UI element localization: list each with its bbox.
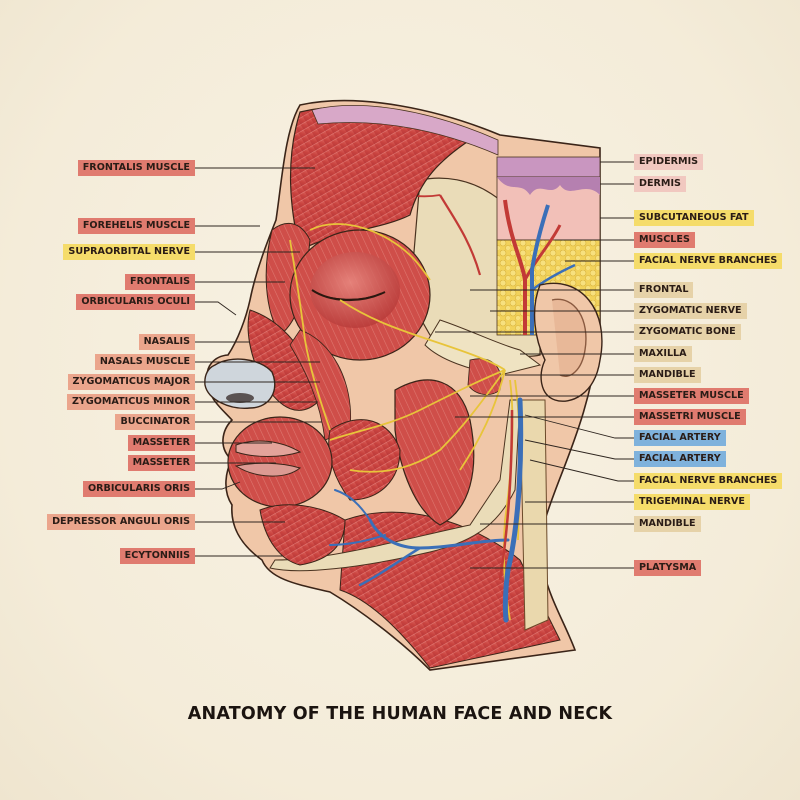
label-mandible-2: MANDIBLE xyxy=(634,516,701,532)
label-supraorbital-nerve: SUPRAORBITAL NERVE xyxy=(63,244,195,260)
label-zygomaticus-minor: ZYGOMATICUS MINOR xyxy=(66,394,195,410)
label-masseter-1: MASSETER xyxy=(127,435,195,451)
label-massetri-muscle: MASSETRI MUSCLE xyxy=(634,409,746,425)
label-dermis: DERMIS xyxy=(634,176,686,192)
label-frontalis: FRONTALIS xyxy=(125,274,195,290)
label-frontal: FRONTAL xyxy=(634,282,694,298)
label-facial-nerve-branches-1: FACIAL NERVE BRANCHES xyxy=(634,253,783,269)
label-mandible-1: MANDIBLE xyxy=(634,367,701,383)
label-subcutaneous-fat: SUBCUTANEOUS FAT xyxy=(634,210,754,226)
label-ecytonniis: ECYTONNIIS xyxy=(119,548,195,564)
label-zygomatic-nerve: ZYGOMATIC NERVE xyxy=(634,303,747,319)
label-buccinator: BUCCINATOR xyxy=(115,414,195,430)
label-forehelis-muscle: FOREHELIS MUSCLE xyxy=(77,218,195,234)
label-muscles: MUSCLES xyxy=(634,232,695,248)
label-zygomaticus-major: ZYGOMATICUS MAJOR xyxy=(67,374,195,390)
label-nasalis: NASALIS xyxy=(138,334,195,350)
label-epidermis: EPIDERMIS xyxy=(634,154,704,170)
label-zygomatic-bone: ZYGOMATIC BONE xyxy=(634,324,741,340)
label-maxilla: MAXILLA xyxy=(634,346,692,362)
label-masseter-muscle: MASSETER MUSCLE xyxy=(634,388,749,404)
label-trigeminal-nerve: TRIGEMINAL NERVE xyxy=(634,494,750,510)
label-facial-artery-1: FACIAL ARTERY xyxy=(634,430,726,446)
label-depressor-anguli-oris: DEPRESSOR ANGULI ORIS xyxy=(47,514,195,530)
label-facial-nerve-branches-2: FACIAL NERVE BRANCHES xyxy=(634,473,783,489)
label-orbicularis-oculi: ORBICULARIS OCULI xyxy=(76,294,195,310)
label-orbicularis-oris: ORBICULARIS ORIS xyxy=(82,481,195,497)
label-facial-artery-2: FACIAL ARTERY xyxy=(634,451,726,467)
label-nasals-muscle: NASALS MUSCLE xyxy=(94,354,195,370)
label-masseter-2: MASSETER xyxy=(127,455,195,471)
label-platysma: PLATYSMA xyxy=(634,560,702,576)
diagram-title: ANATOMY OF THE HUMAN FACE AND NECK xyxy=(187,704,613,724)
label-frontalis-muscle: FRONTALIS MUSCLE xyxy=(77,160,195,176)
